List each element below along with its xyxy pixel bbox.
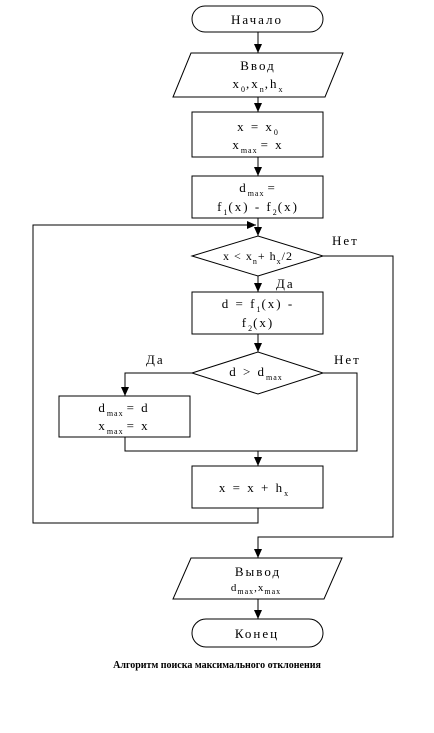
input-block: Ввод x0,xn,hx <box>172 52 344 98</box>
start-terminator: Начало <box>191 5 324 33</box>
arrow-cond1-no-output <box>254 255 394 558</box>
output-params: dmax,xmax <box>231 582 281 596</box>
cond1-yes-label: Да <box>276 276 295 291</box>
output-title: Вывод <box>235 564 281 579</box>
input-params: x0,xn,hx <box>233 76 284 94</box>
output-block: Вывод dmax,xmax <box>172 557 343 600</box>
cond1-no-label: Нет <box>332 233 359 248</box>
arrow-loop-back <box>32 221 259 524</box>
condition-1: x < xn+ hx/2 Нет Да <box>190 233 359 291</box>
input-title: Ввод <box>240 58 275 73</box>
cond1-expression: x < xn+ hx/2 <box>223 249 293 266</box>
init2-line2: f1(x) - f2(x) <box>217 199 299 217</box>
cond2-expression: d > dmax <box>229 364 283 382</box>
compute-line2: f2(x) <box>242 315 275 333</box>
init1-line2: xmax= x <box>232 137 283 155</box>
caption: Алгоритм поиска максимального отклонения <box>113 660 321 671</box>
end-terminator: Конец <box>191 618 324 648</box>
end-label: Конец <box>235 626 279 641</box>
update-line2: xmax= x <box>98 418 149 436</box>
arrow-cond2-yes <box>121 372 192 396</box>
line-cond2-no-merge <box>124 372 358 452</box>
update-block: dmax= d xmax= x <box>58 395 191 438</box>
start-label: Начало <box>231 12 283 27</box>
cond2-no-label: Нет <box>334 352 361 367</box>
init-block-2: dmax= f1(x) - f2(x) <box>191 175 324 219</box>
step-expression: x = x + hx <box>219 480 289 498</box>
condition-2: d > dmax Да Нет <box>146 351 361 395</box>
cond2-yes-label: Да <box>146 352 165 367</box>
connectors <box>32 32 394 619</box>
init1-line1: x = x0 <box>237 119 279 137</box>
init-block-1: x = x0 xmax= x <box>191 111 324 158</box>
compute-block: d = f1(x) - f2(x) <box>191 291 324 335</box>
init2-line1: dmax= <box>239 180 277 198</box>
step-block: x = x + hx <box>191 465 324 509</box>
update-line1: dmax= d <box>98 400 149 418</box>
compute-line1: d = f1(x) - <box>222 296 294 314</box>
